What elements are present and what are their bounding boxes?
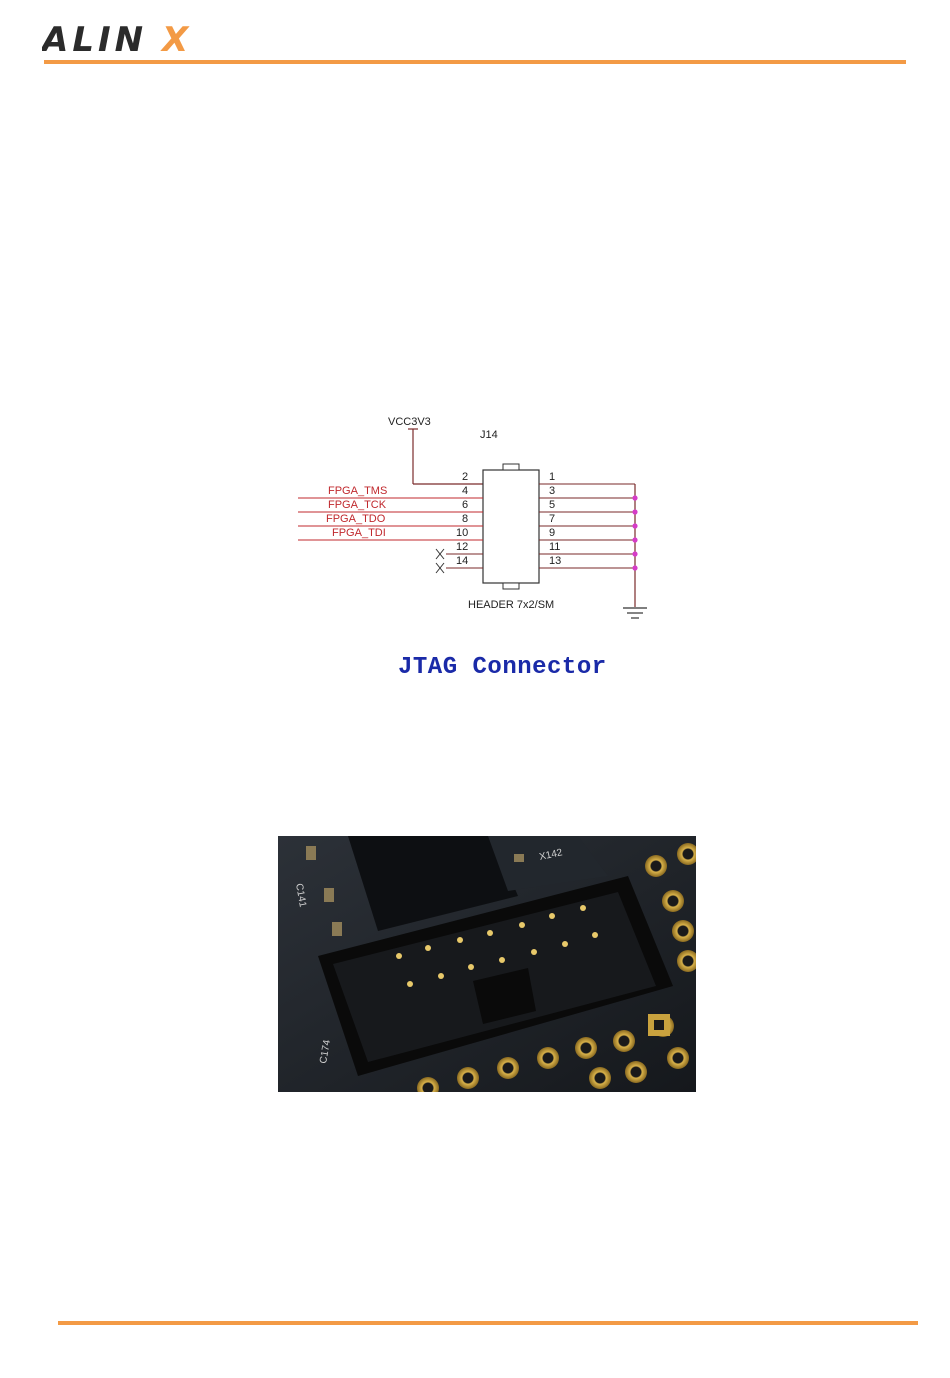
pin-number: 5 — [549, 499, 555, 511]
pin-number: 10 — [456, 527, 468, 539]
jtag-board-photo: C141 C174 X142 — [278, 836, 696, 1092]
pin-number: 12 — [456, 541, 468, 553]
signal-label-tck: FPGA_TCK — [328, 499, 387, 511]
pin-number: 1 — [549, 471, 555, 483]
connector-body — [483, 470, 539, 583]
signal-label-tdi: FPGA_TDI — [332, 527, 386, 539]
pin-number: 9 — [549, 527, 555, 539]
board-illustration: C141 C174 X142 — [278, 836, 696, 1092]
jtag-schematic: VCC3V3 J14 FPGA_TMS FPGA_TCK FPGA_TDO FP… — [290, 405, 670, 635]
signal-label-tms: FPGA_TMS — [328, 485, 387, 497]
no-connect-pin-14 — [436, 563, 444, 573]
pin-number: 8 — [462, 513, 468, 525]
power-label: VCC3V3 — [388, 416, 431, 428]
pin-number: 2 — [462, 471, 468, 483]
pin-number: 13 — [549, 555, 561, 567]
signal-label-tdo: FPGA_TDO — [326, 513, 386, 525]
ground-icon — [623, 608, 647, 618]
no-connect-pin-12 — [436, 549, 444, 559]
alinx-logo: ALIN X — [42, 20, 212, 56]
figure-caption: JTAG Connector — [398, 654, 607, 681]
pin-number: 11 — [549, 541, 560, 553]
pin-number: 14 — [456, 555, 468, 567]
pin-number: 3 — [549, 485, 555, 497]
connector-ref-label: J14 — [480, 429, 498, 441]
svg-text:X: X — [160, 20, 190, 56]
pin-number: 7 — [549, 513, 555, 525]
pin-number: 4 — [462, 485, 468, 497]
header-rule — [44, 60, 906, 64]
footer-rule — [58, 1321, 918, 1325]
part-label: HEADER 7x2/SM — [468, 599, 554, 611]
pin-number: 6 — [462, 499, 468, 511]
